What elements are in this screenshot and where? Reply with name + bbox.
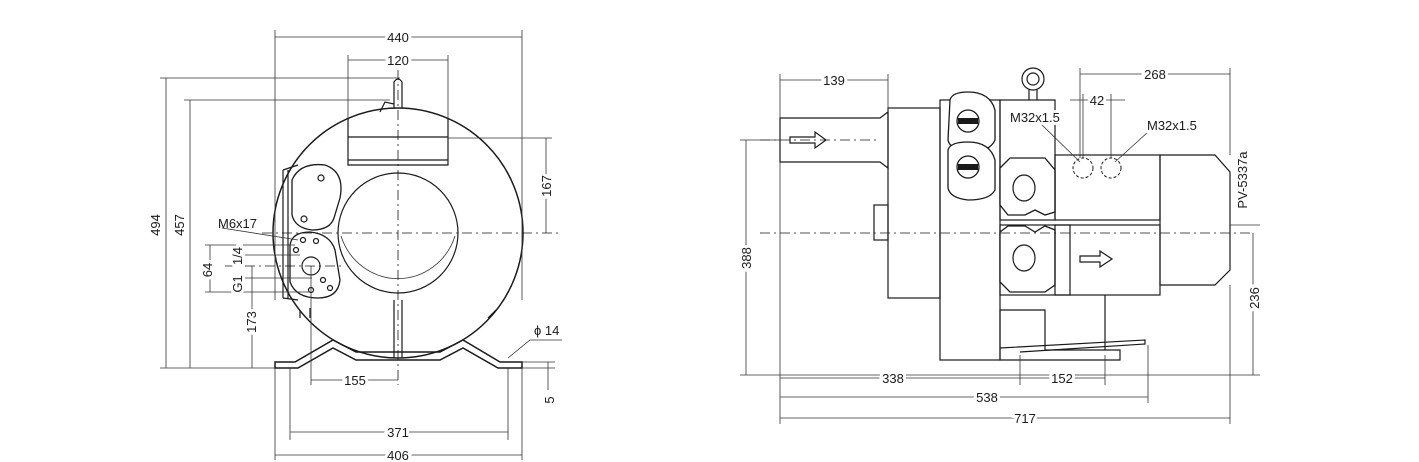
- lifting-eye-lug: [379, 101, 395, 113]
- dim-phi14-label: ϕ 14: [534, 323, 559, 338]
- front-view: 440 120 494 457 167 M6x17 64 1/4 G1 173 …: [145, 27, 562, 462]
- dim-236-label: 236: [1247, 287, 1262, 309]
- inlet-flange: [887, 107, 941, 299]
- dim-388-label: 388: [739, 247, 754, 269]
- dim-406-label: 406: [387, 448, 409, 462]
- dim-g1-label: G1: [230, 275, 245, 292]
- side-plate: [282, 170, 289, 298]
- motor-terminal-box: [1054, 224, 1161, 296]
- side-cover-lower-port: [1012, 244, 1036, 272]
- motor-fan-cover: [1159, 154, 1231, 286]
- side-base-foot: [999, 339, 1146, 353]
- valve-screw-1-slot: [958, 118, 978, 124]
- lifting-eye-shank: [1028, 90, 1038, 100]
- dim-494-label: 494: [148, 214, 163, 236]
- dim-167-label: 167: [539, 175, 554, 197]
- dim-42-label: 42: [1090, 93, 1104, 108]
- side-cover-upper-port: [1012, 174, 1036, 202]
- mount-boss: [873, 204, 889, 241]
- valve-screw-2-slot: [958, 164, 978, 170]
- dim-152-label: 152: [1051, 371, 1073, 386]
- dim-m6-label: M6x17: [218, 216, 257, 231]
- side-cover-lower: [999, 225, 1056, 293]
- upper-cover: [291, 163, 342, 231]
- dim-120-label: 120: [387, 53, 409, 68]
- port-hole-c: [292, 246, 300, 254]
- gland-1-leader: [1041, 124, 1081, 163]
- side-cover-upper: [999, 157, 1056, 216]
- dim-268-label: 268: [1144, 67, 1166, 82]
- dim-371-label: 371: [387, 425, 409, 440]
- dim-m6-leader: [221, 227, 299, 241]
- port-hole-a: [299, 236, 307, 244]
- gland-2-label: M32x1.5: [1147, 118, 1197, 133]
- dim-64-label: 64: [200, 263, 215, 277]
- dim-538-label: 538: [976, 390, 998, 405]
- dim-1-4-label: 1/4: [230, 247, 245, 265]
- dim-173-label: 173: [244, 311, 259, 333]
- foot-bolt-right: [487, 309, 497, 319]
- dim-457-label: 457: [172, 214, 187, 236]
- dim-139-label: 139: [823, 73, 845, 88]
- dim-717-label: 717: [1014, 411, 1036, 426]
- cable-gland-1: [1072, 157, 1094, 179]
- upper-cover-hole: [317, 174, 325, 182]
- inlet-arrow: [789, 130, 828, 150]
- port-hole-d: [319, 276, 327, 284]
- upper-cover-hole-2: [300, 215, 308, 223]
- motor-housing: [1054, 154, 1161, 221]
- side-view: 139 268 42 M32x1.5 M32x1.5 388 PV-5337a …: [736, 64, 1265, 429]
- gland-1-label: M32x1.5: [1010, 110, 1060, 125]
- port-hole-f: [326, 284, 334, 292]
- dim-phi14-leader: [507, 339, 562, 359]
- side-plate-frame: [282, 164, 299, 301]
- dim-338-label: 338: [882, 371, 904, 386]
- outlet-arrow: [1079, 249, 1114, 269]
- bottom-support: [393, 300, 403, 358]
- dim-5-label: 5: [542, 396, 557, 403]
- dim-440-label: 440: [387, 30, 409, 45]
- lifting-eye-inner: [1026, 72, 1040, 86]
- port-hole-b: [312, 237, 320, 245]
- base-foot: [274, 339, 523, 369]
- side-base: [999, 309, 1121, 361]
- dim-155-label: 155: [344, 373, 366, 388]
- drawing-number: PV-5337a: [1235, 151, 1250, 209]
- lifting-eye-side: [1021, 67, 1045, 91]
- gland-2-leader: [1114, 131, 1149, 163]
- foot-bolt-left: [299, 308, 311, 318]
- cable-gland-2: [1100, 157, 1122, 179]
